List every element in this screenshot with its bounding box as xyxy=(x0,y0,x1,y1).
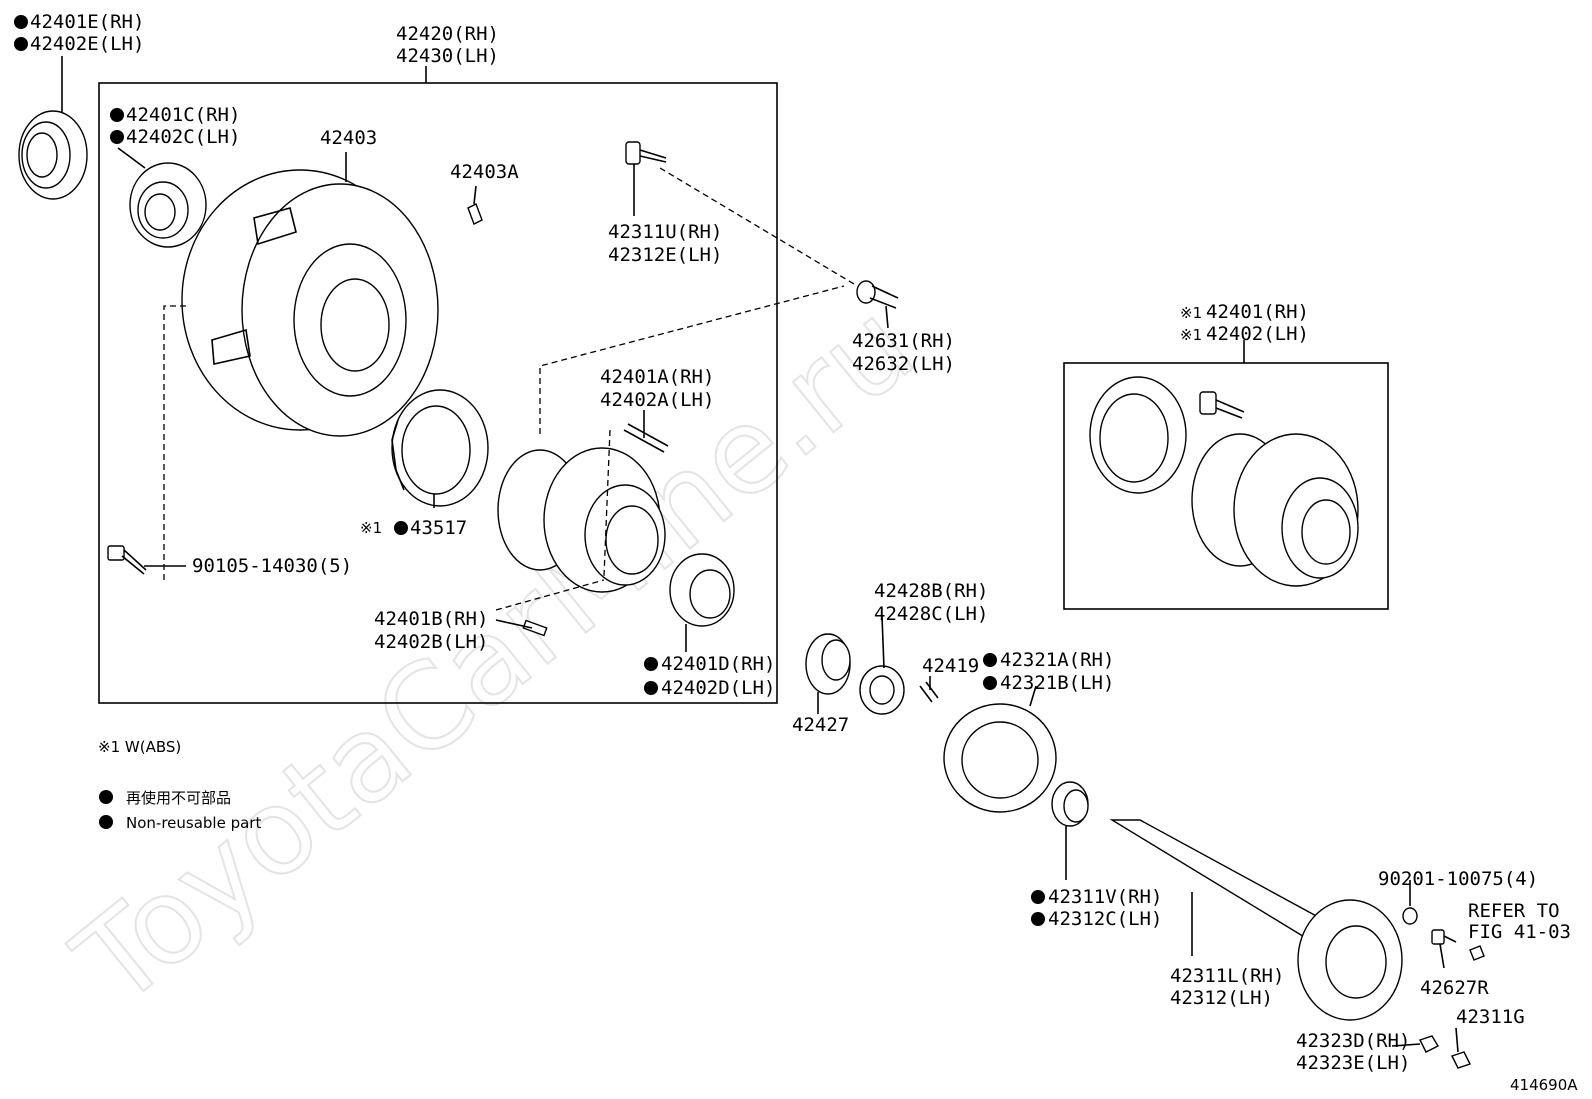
nut-icon xyxy=(1469,945,1485,961)
part-label-42312: 42312(LH) xyxy=(1170,987,1273,1009)
part-label-90201: 90201-10075(4) xyxy=(1378,868,1538,890)
refer-fig-label: FIG 41-03 xyxy=(1468,921,1571,943)
figure-number: 414690A xyxy=(1510,1076,1578,1094)
part-label-42312E: 42312E(LH) xyxy=(608,244,722,266)
pin-icon xyxy=(522,619,548,637)
bearing-icon xyxy=(669,553,735,627)
legend-non-reusable-jp: 再使用不可部品 xyxy=(126,789,231,807)
pin-icon xyxy=(467,203,483,225)
part-label-42430: 42430(LH) xyxy=(396,45,499,67)
part-label-42402: 42402(LH) xyxy=(1206,323,1309,345)
abs-tone-ring-icon xyxy=(391,389,489,507)
part-label-90105: 90105-14030(5) xyxy=(192,555,352,577)
axle-hub-icon xyxy=(1191,433,1359,587)
part-label-42420: 42420(RH) xyxy=(396,23,499,45)
hub-bolt-icon xyxy=(1199,391,1245,419)
part-label-42632: 42632(LH) xyxy=(852,353,955,375)
part-label-42402C: 42402C(LH) xyxy=(126,126,240,148)
non-reusable-markers xyxy=(14,15,1045,926)
legend-abs-note: ※1 W(ABS) xyxy=(98,738,181,756)
bolt-icon xyxy=(107,545,147,575)
part-label-43517: 43517 xyxy=(410,517,467,539)
abs-note-mark: ※1 xyxy=(1180,304,1202,322)
part-label-42631: 42631(RH) xyxy=(852,330,955,352)
shim-icon xyxy=(859,665,905,715)
part-label-42428C: 42428C(LH) xyxy=(874,603,988,625)
assembly-box-main xyxy=(98,82,778,704)
part-label-42402E: 42402E(LH) xyxy=(30,33,144,55)
part-label-42321B: 42321B(LH) xyxy=(1000,672,1114,694)
hub-bolt-icon xyxy=(625,141,667,165)
leader-lines xyxy=(61,56,1459,1053)
watermark: ToyotaCarMine.ru xyxy=(49,275,940,1034)
part-label-42419: 42419 xyxy=(922,655,979,677)
part-label-42427: 42427 xyxy=(792,714,849,736)
part-label-42401E: 42401E(RH) xyxy=(30,11,144,33)
part-label-42403A: 42403A xyxy=(450,161,519,183)
part-label-42312C: 42312C(LH) xyxy=(1048,908,1162,930)
screw-icon xyxy=(919,681,939,703)
differential-housing-icon xyxy=(181,169,439,437)
bolt-icon xyxy=(1431,929,1457,945)
axle-shaft-icon xyxy=(1109,819,1403,1021)
assembly-box-abs xyxy=(1063,362,1389,610)
nut-icon xyxy=(1419,1035,1439,1053)
abs-note-mark: ※1 xyxy=(360,519,382,537)
retainer-icon xyxy=(805,633,851,695)
oil-seal-icon xyxy=(18,110,88,200)
bearing-icon xyxy=(129,162,207,248)
part-label-42401: 42401(RH) xyxy=(1206,301,1309,323)
part-label-42311L: 42311L(RH) xyxy=(1170,965,1284,987)
refer-to-label: REFER TO xyxy=(1468,900,1560,922)
part-label-42401C: 42401C(RH) xyxy=(126,104,240,126)
part-label-42401D: 42401D(RH) xyxy=(661,653,775,675)
legend-non-reusable-en: Non-reusable part xyxy=(126,814,261,832)
part-label-42428B: 42428B(RH) xyxy=(874,580,988,602)
part-label-42401A: 42401A(RH) xyxy=(600,366,714,388)
part-label-42311U: 42311U(RH) xyxy=(608,221,722,243)
part-label-42403: 42403 xyxy=(320,127,377,149)
part-label-42311V: 42311V(RH) xyxy=(1048,886,1162,908)
washer-icon xyxy=(1402,907,1418,925)
part-label-42321A: 42321A(RH) xyxy=(1000,649,1114,671)
gasket-icon xyxy=(943,703,1057,813)
abs-tone-ring-icon xyxy=(1089,376,1187,494)
part-label-42402A: 42402A(LH) xyxy=(600,389,714,411)
hub-bolt-icon xyxy=(856,280,899,309)
part-label-42402B: 42402B(LH) xyxy=(374,631,488,653)
part-label-42402D: 42402D(LH) xyxy=(661,677,775,699)
abs-note-mark: ※1 xyxy=(1180,326,1202,344)
part-label-42627R: 42627R xyxy=(1420,977,1489,999)
part-label-42401B: 42401B(RH) xyxy=(374,608,488,630)
part-label-42311G: 42311G xyxy=(1456,1006,1525,1028)
part-label-42323D: 42323D(RH) xyxy=(1296,1030,1410,1052)
assembly-dashed-lines xyxy=(163,167,855,611)
nut-icon xyxy=(1451,1051,1471,1069)
bearing-icon xyxy=(1051,781,1089,827)
stud-bolt-icon xyxy=(623,423,669,453)
part-label-42323E: 42323E(LH) xyxy=(1296,1052,1410,1074)
svg-text:ToyotaCarMine.ru: ToyotaCarMine.ru xyxy=(50,276,939,1033)
